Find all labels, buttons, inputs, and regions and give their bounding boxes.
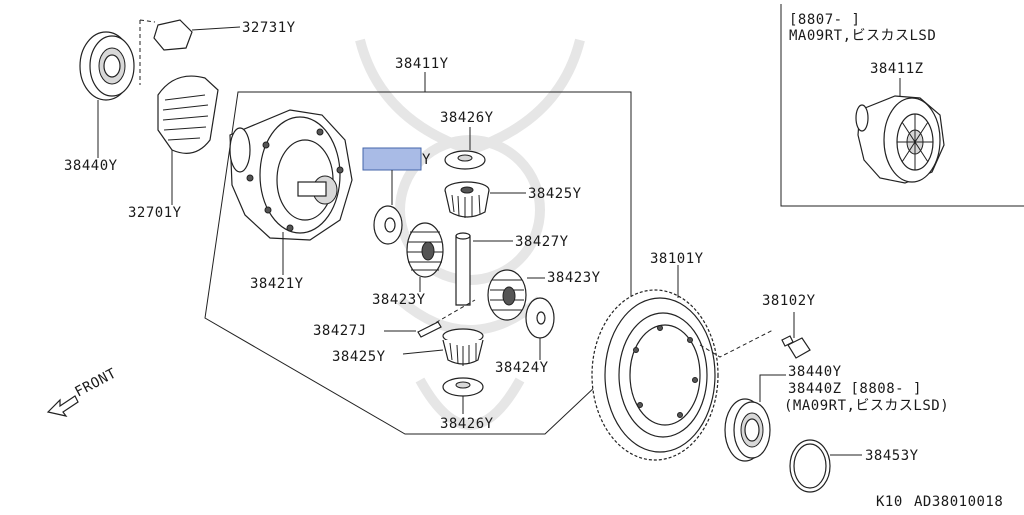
label-38423Y-left: 38423Y [372, 292, 426, 308]
part-38425Y-bottom[interactable]: 38425Y [332, 328, 484, 366]
part-38411Z[interactable]: 38411Z [855, 61, 945, 184]
part-38424Y[interactable]: 38424Y [495, 297, 555, 376]
label-38411Y: 38411Y [395, 56, 449, 72]
part-38425Y-top[interactable]: 38425Y [444, 181, 582, 218]
part-38453Y[interactable]: 38453Y [789, 439, 919, 493]
label-38440Z-note: (MA09RT,ビスカスLSD) [784, 398, 949, 414]
highlight-box[interactable] [362, 147, 422, 171]
front-arrow-icon [46, 395, 79, 417]
part-38440Y-right[interactable]: 38440Y 38440Z [8808- ] (MA09RT,ビスカスLSD) [724, 364, 949, 462]
label-32701Y: 32701Y [128, 205, 182, 221]
part-38421Y[interactable]: 38421Y [229, 109, 353, 292]
label-38453Y: 38453Y [865, 448, 919, 464]
assembly-boundary [204, 91, 632, 435]
label-38440Y-left: 38440Y [64, 158, 118, 174]
label-38102Y: 38102Y [762, 293, 816, 309]
label-38424Y: 38424Y [495, 360, 549, 376]
label-38411Z: 38411Z [870, 61, 924, 77]
label-38427Y: 38427Y [515, 234, 569, 250]
part-thrust-washer[interactable] [373, 205, 403, 245]
inset-line-2: MA09RT,ビスカスLSD [789, 28, 936, 44]
front-label: FRONT [72, 365, 119, 400]
inset-variant: [8807- ] MA09RT,ビスカスLSD 38411Z [780, 4, 1024, 207]
label-hidden-suffix: Y [422, 152, 431, 168]
label-38101Y: 38101Y [650, 251, 704, 267]
label-38423Y-right: 38423Y [547, 270, 601, 286]
callout-38411Y: 38411Y [395, 56, 449, 92]
label-32731Y: 32731Y [242, 20, 296, 36]
label-38425Y-bottom: 38425Y [332, 349, 386, 365]
inset-line-1: [8807- ] [789, 12, 860, 28]
part-38440Y-left[interactable]: 38440Y [64, 31, 135, 174]
front-indicator: FRONT [46, 365, 119, 417]
label-38440Y-right: 38440Y [788, 364, 842, 380]
part-38102Y[interactable]: 38102Y [762, 293, 816, 359]
callout-highlighted[interactable]: Y [362, 147, 431, 205]
part-38423Y-right[interactable]: 38423Y [487, 269, 601, 321]
part-38101Y[interactable]: 38101Y [591, 251, 719, 461]
label-38421Y: 38421Y [250, 276, 304, 292]
inset-border [780, 4, 1024, 207]
label-38427J: 38427J [313, 323, 367, 339]
label-38440Z: 38440Z [8808- ] [788, 381, 922, 397]
part-32731Y[interactable]: 32731Y [153, 19, 296, 51]
label-38426Y-bottom: 38426Y [440, 416, 494, 432]
part-38427Y[interactable]: 38427Y [455, 232, 569, 306]
label-38425Y-top: 38425Y [528, 186, 582, 202]
dashed-guide [139, 19, 156, 85]
dashed-guide-bolt [699, 329, 774, 358]
part-38423Y-left[interactable]: 38423Y [372, 222, 444, 308]
footer-code-k10: K10 [876, 494, 903, 510]
part-38426Y-bottom[interactable]: 38426Y [440, 377, 494, 432]
label-38426Y-top: 38426Y [440, 110, 494, 126]
part-38426Y-top[interactable]: 38426Y [440, 110, 494, 170]
footer-code-ad: AD38010018 [914, 494, 1003, 510]
part-32701Y[interactable]: 32701Y [128, 75, 219, 221]
part-38427J[interactable]: 38427J [313, 321, 442, 339]
